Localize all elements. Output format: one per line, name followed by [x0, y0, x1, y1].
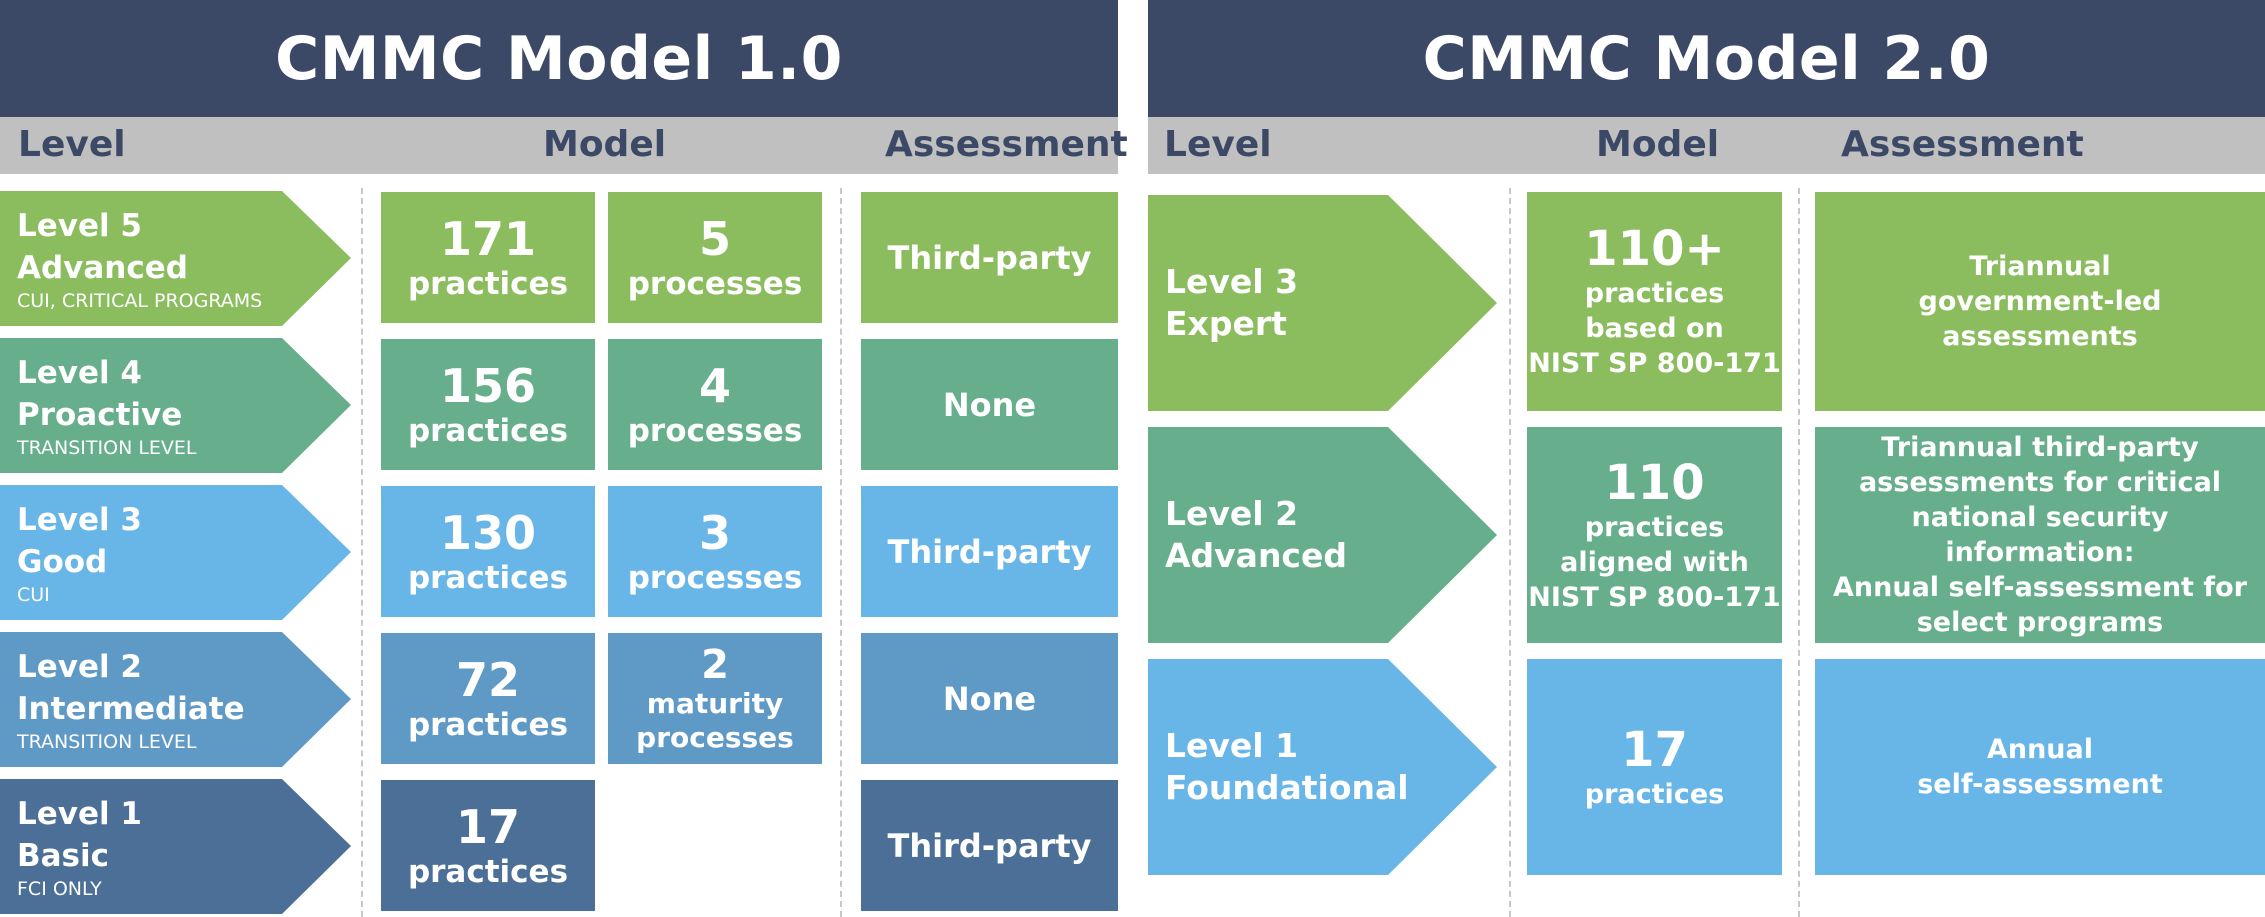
model1-level-1-arrow: Level 1 Basic FCI ONLY [0, 779, 351, 914]
model1-level-4-processes: 4 processes [608, 339, 822, 470]
level-subtitle: CUI, CRITICAL PROGRAMS [17, 289, 263, 312]
model1-level-2-arrow: Level 2 Intermediate TRANSITION LEVEL [0, 632, 351, 767]
practices-label: practices [407, 853, 569, 890]
model1-level-1-practices: 17 practices [381, 780, 595, 911]
level-label: Level 1 [1165, 726, 1299, 765]
model2-divider-left [1509, 188, 1511, 917]
practices-count: 72 [455, 652, 520, 707]
model2-level-1-assessment: Annual self-assessment [1815, 659, 2265, 875]
level-label: Level 3 [17, 501, 142, 538]
model2-title-text: CMMC Model 2.0 [1422, 23, 1991, 94]
assessment-text: Triannual third-party assessments for cr… [1833, 432, 2247, 638]
model2-column-header: Level Model Assessment [1148, 117, 2265, 174]
model1-level-3-assessment: Third-party [861, 486, 1118, 617]
level-subtitle: TRANSITION LEVEL [17, 730, 197, 753]
level-name: Intermediate [17, 690, 245, 727]
level-name: Advanced [17, 249, 188, 286]
model1-level-4-practices: 156 practices [381, 339, 595, 470]
assessment-text: Third-party [887, 238, 1092, 277]
level-name: Proactive [17, 396, 183, 433]
processes-label-line2: processes [636, 720, 794, 754]
model2-model-header: Model [1596, 124, 1720, 165]
processes-count: 3 [698, 505, 731, 560]
processes-count: 4 [698, 358, 731, 413]
practices-count: 110+ [1584, 221, 1725, 277]
level-name: Basic [17, 837, 110, 874]
model2-level-header: Level [1164, 124, 1272, 165]
model2-level-3-arrow: Level 3 Expert [1148, 195, 1497, 411]
processes-label: processes [627, 412, 803, 449]
model2-assessment-header: Assessment [1841, 124, 2084, 165]
level-name: Good [17, 543, 108, 580]
model1-level-3-arrow: Level 3 Good CUI [0, 485, 351, 620]
model1-level-5-processes: 5 processes [608, 192, 822, 323]
model1-column-header: Level Model Assessment [0, 117, 1128, 174]
processes-count: 2 [701, 641, 729, 688]
model1-model-header: Model [543, 124, 667, 165]
model1-title: CMMC Model 1.0 [0, 0, 1118, 117]
assessment-text: None [942, 679, 1037, 718]
processes-label-line1: maturity [646, 686, 784, 720]
practices-count: 171 [439, 211, 537, 266]
model1-level-3-practices: 130 practices [381, 486, 595, 617]
model1-level-5-practices: 171 practices [381, 192, 595, 323]
model1-level-1-assessment: Third-party [861, 780, 1118, 911]
model1-level-2-assessment: None [861, 633, 1118, 764]
model1-level-4-arrow: Level 4 Proactive TRANSITION LEVEL [0, 338, 351, 473]
practices-description: practices based on NIST SP 800-171 [1528, 278, 1781, 379]
model2-title: CMMC Model 2.0 [1148, 0, 2265, 117]
practices-description: practices aligned with NIST SP 800-171 [1528, 511, 1781, 613]
model1-level-header: Level [18, 124, 126, 165]
processes-count: 5 [698, 211, 731, 266]
practices-count: 110 [1604, 454, 1705, 511]
model1-level-4-assessment: None [861, 339, 1118, 470]
model1-level-2-practices: 72 practices [381, 633, 595, 764]
model2-level-2-arrow: Level 2 Advanced [1148, 427, 1497, 643]
practices-label: practices [407, 559, 569, 596]
model1-level-5-arrow: Level 5 Advanced CUI, CRITICAL PROGRAMS [0, 191, 351, 326]
model2-level-2-assessment: Triannual third-party assessments for cr… [1815, 427, 2265, 643]
practices-label: practices [407, 706, 569, 743]
level-label: Level 2 [1165, 494, 1299, 533]
practices-count: 156 [439, 358, 537, 413]
level-label: Level 2 [17, 648, 142, 685]
level-label: Level 4 [17, 354, 142, 391]
model1-level-2-processes: 2 maturity processes [608, 633, 822, 764]
level-name: Advanced [1165, 536, 1347, 575]
model1-assessment-header: Assessment [885, 124, 1128, 165]
assessment-text: Triannual government-led assessments [1918, 251, 2162, 352]
model1-divider-left [361, 188, 363, 917]
processes-label: processes [627, 265, 803, 302]
level-label: Level 5 [17, 207, 142, 244]
level-label: Level 3 [1165, 262, 1299, 301]
model1-divider-right [840, 188, 842, 917]
level-subtitle: TRANSITION LEVEL [17, 436, 197, 459]
model1-title-text: CMMC Model 1.0 [275, 23, 843, 94]
level-name: Foundational [1165, 768, 1409, 807]
level-subtitle: FCI ONLY [17, 877, 102, 900]
level-subtitle: CUI [17, 583, 50, 606]
assessment-text: Third-party [887, 826, 1092, 865]
model2-divider-right [1798, 188, 1800, 917]
assessment-text: Annual self-assessment [1917, 734, 2163, 800]
model2-level-2-model: 110 practices aligned with NIST SP 800-1… [1527, 427, 1782, 643]
assessment-text: Third-party [887, 532, 1092, 571]
model1-level-5-assessment: Third-party [861, 192, 1118, 323]
practices-count: 130 [439, 505, 537, 560]
practices-label: practices [407, 412, 569, 449]
assessment-text: None [942, 385, 1037, 424]
model2-level-1-arrow: Level 1 Foundational [1148, 659, 1497, 875]
practices-label: practices [407, 265, 569, 302]
practices-count: 17 [1621, 721, 1688, 778]
level-name: Expert [1165, 304, 1287, 343]
level-label: Level 1 [17, 795, 142, 832]
model2-level-1-model: 17 practices [1527, 659, 1782, 875]
model2-level-3-assessment: Triannual government-led assessments [1815, 192, 2265, 411]
practices-description: practices [1584, 778, 1725, 810]
model1-level-3-processes: 3 processes [608, 486, 822, 617]
processes-label: processes [627, 559, 803, 596]
practices-count: 17 [455, 799, 520, 854]
model2-level-3-model: 110+ practices based on NIST SP 800-171 [1527, 192, 1782, 411]
